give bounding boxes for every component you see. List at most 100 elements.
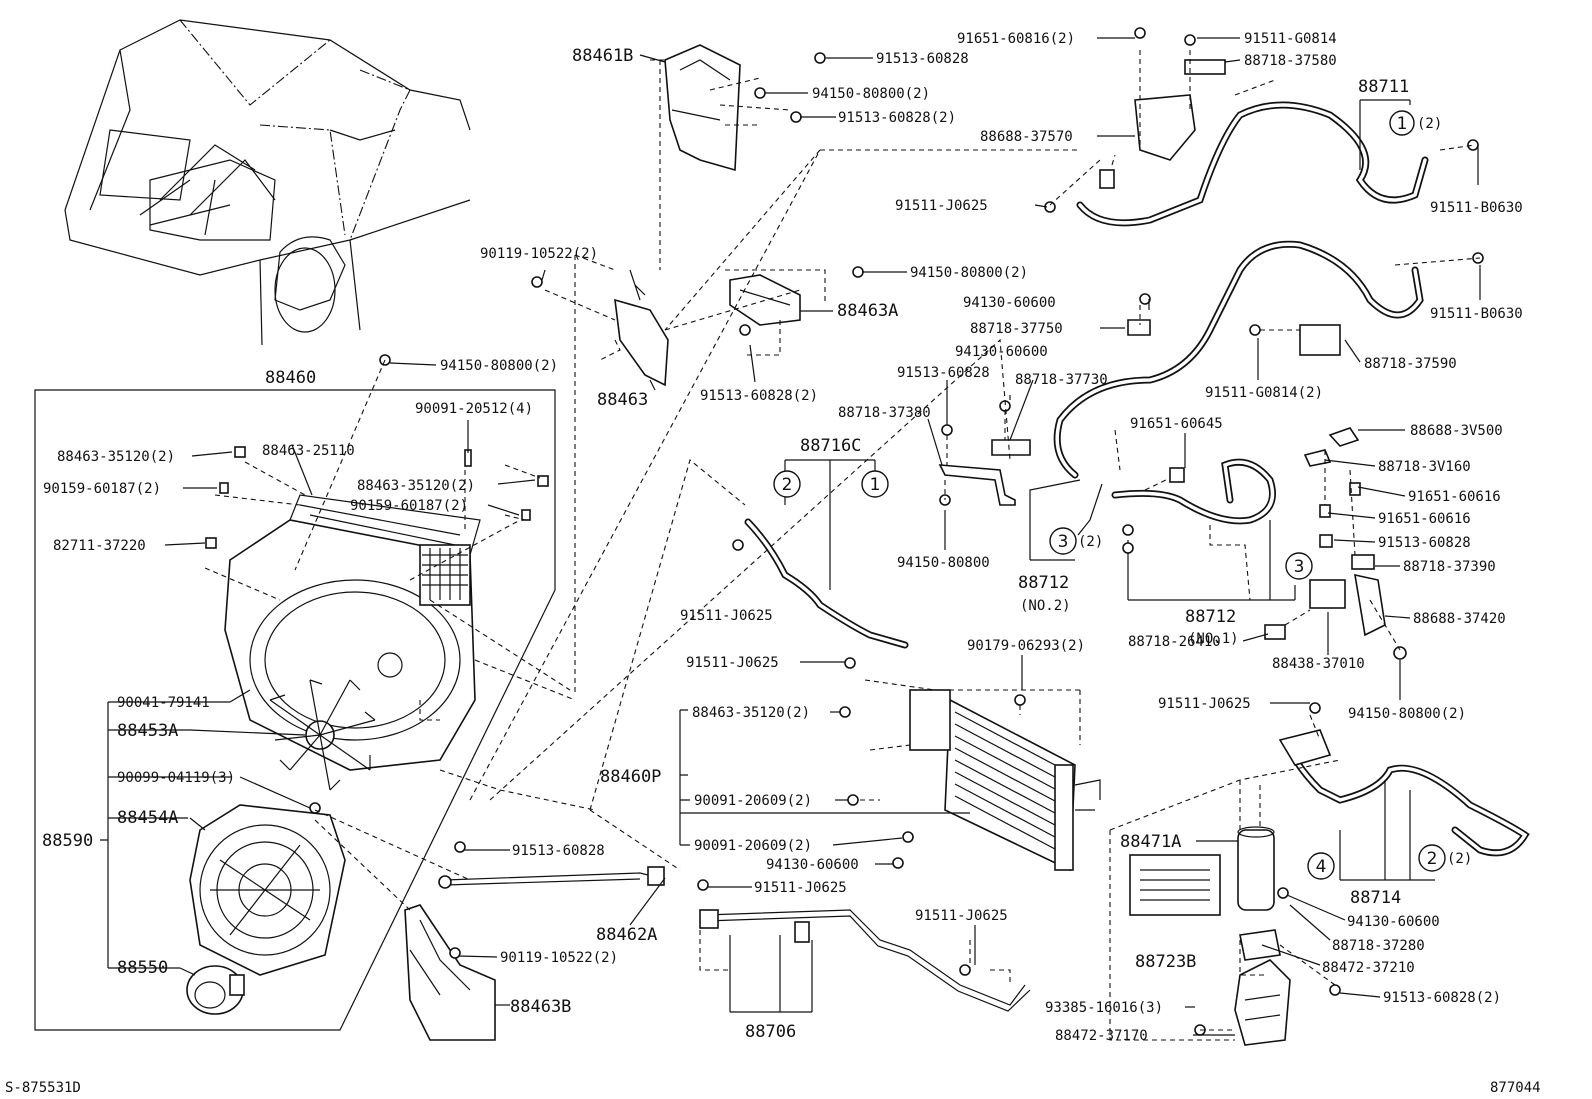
bolt-icon (1329, 984, 1341, 996)
wire-88462A (438, 866, 665, 889)
label-88712-no1-sub: (NO.1) (1188, 631, 1239, 647)
hose-88714 (1278, 729, 1530, 881)
part-label: 94130-60600 (963, 295, 1056, 311)
bolt-icon (959, 964, 971, 976)
bolt-icon (1309, 702, 1321, 714)
bolt-icon (814, 52, 826, 64)
svg-text:1: 1 (1397, 114, 1408, 134)
fan-blade (269, 679, 376, 791)
vehicle-sketch (64, 19, 471, 346)
diagram-code-right: 877044 (1490, 1080, 1541, 1096)
label-88714: 88714 (1350, 888, 1401, 908)
bolt-icon (1277, 887, 1289, 899)
part-label: 88461B (572, 46, 633, 66)
bolt-icon (892, 857, 904, 869)
part-label: 90041-79141 (117, 695, 210, 711)
assembly-lines (204, 50, 1481, 1041)
part-label: 90159-60187(2) (43, 481, 161, 497)
fan-shroud (224, 494, 481, 771)
bolt-icon (1249, 324, 1261, 336)
part-label: 88471A (1120, 832, 1181, 852)
clamp-88718-37750 (1127, 319, 1151, 336)
part-label: 91511-J0625 (915, 908, 1008, 924)
bolt-icon (1134, 27, 1146, 39)
part-label: 88463-35120(2) (357, 478, 475, 494)
svg-text:3: 3 (1294, 557, 1305, 577)
part-label: 91651-60645 (1130, 416, 1223, 432)
part-label: 91511-J0625 (686, 655, 779, 671)
part-label: 88463-25110 (262, 443, 355, 459)
right-fittings (1122, 427, 1407, 660)
part-label: 88463-35120(2) (57, 449, 175, 465)
motor-88550 (186, 965, 245, 1015)
svg-text:3: 3 (1058, 532, 1069, 552)
part-label: 91511-G0814(2) (1205, 385, 1323, 401)
clamp-88718-37730 (991, 439, 1031, 456)
part-label: 88438-37010 (1272, 656, 1365, 672)
part-label: 88472-37170 (1055, 1028, 1148, 1044)
part-label: 88723B (1135, 952, 1196, 972)
part-label: 94150-80800(2) (910, 265, 1028, 281)
label-88706: 88706 (745, 1022, 796, 1042)
part-label: 88718-26410 (1128, 634, 1221, 650)
bracket-88463B (404, 904, 496, 1041)
tube-88706 (699, 909, 1031, 1013)
label-88590: 88590 (42, 831, 93, 851)
part-label: 91513-60828(2) (700, 388, 818, 404)
part-label: 88462A (596, 925, 657, 945)
part-label: 93385-16016(3) (1045, 1000, 1163, 1016)
svg-text:2: 2 (782, 475, 793, 495)
svg-text:(2): (2) (1447, 851, 1472, 867)
hose-88712-no2 (1053, 240, 1424, 479)
part-label: 88454A (117, 808, 178, 828)
part-label: 91511-J0625 (1158, 696, 1251, 712)
callout-circles: 1 (2) 2 1 3 (2) 3 4 2 (2) (773, 110, 1472, 880)
part-label: 88463 (597, 390, 648, 410)
bolt-icon (847, 794, 859, 806)
part-label: 90091-20512(4) (415, 401, 533, 417)
label-88711: 88711 (1358, 77, 1409, 97)
part-label: 90159-60187(2) (350, 498, 468, 514)
part-label: 94150-80800(2) (812, 86, 930, 102)
part-label: 90091-20609(2) (694, 793, 812, 809)
bolt-icon (1014, 694, 1026, 706)
part-label: 82711-37220 (53, 538, 146, 554)
part-label: 91511-J0625 (754, 880, 847, 896)
hose-88712-no1 (1111, 458, 1276, 525)
part-label: 88550 (117, 958, 168, 978)
label-plate-88723B (1129, 854, 1221, 916)
label-88712-no2: 88712 (1018, 573, 1069, 593)
part-label: 94130-60600 (1347, 914, 1440, 930)
svg-text:(2): (2) (1417, 116, 1442, 132)
frame-fasteners (205, 354, 549, 814)
part-label: 88463-35120(2) (692, 705, 810, 721)
condenser (909, 689, 1101, 872)
bolt-icon (732, 539, 744, 551)
part-label: 91511-J0625 (680, 608, 773, 624)
part-label: 88718-37730 (1015, 372, 1108, 388)
fan-motor (189, 804, 346, 976)
part-label: 91513-60828(2) (1383, 990, 1501, 1006)
part-label: 94130-60600 (955, 344, 1048, 360)
part-label: 94130-60600 (766, 857, 859, 873)
part-label: 88688-37420 (1413, 611, 1506, 627)
part-label: 88463B (510, 997, 571, 1017)
bolt-icon (941, 424, 953, 436)
bolt-icon (839, 706, 851, 718)
bolt-icon (902, 831, 914, 843)
hose-88711 (1076, 59, 1429, 227)
bolt-icon (1184, 34, 1196, 46)
part-label: 94150-80800 (897, 555, 990, 571)
label-88712-no2-sub: (NO.2) (1020, 598, 1071, 614)
part-label: 88472-37210 (1322, 960, 1415, 976)
bolt-icon (454, 841, 466, 853)
bracket-88718-37380 (938, 464, 1016, 506)
part-label: 91651-60616 (1408, 489, 1501, 505)
shield-88461B (664, 44, 741, 172)
part-label: 88453A (117, 721, 178, 741)
part-label: 91513-60828 (876, 51, 969, 67)
receiver-88471A (1237, 826, 1275, 911)
part-label: 88718-37750 (970, 321, 1063, 337)
label-88460P: 88460P (600, 767, 661, 787)
part-label: 91511-G0814 (1244, 31, 1337, 47)
